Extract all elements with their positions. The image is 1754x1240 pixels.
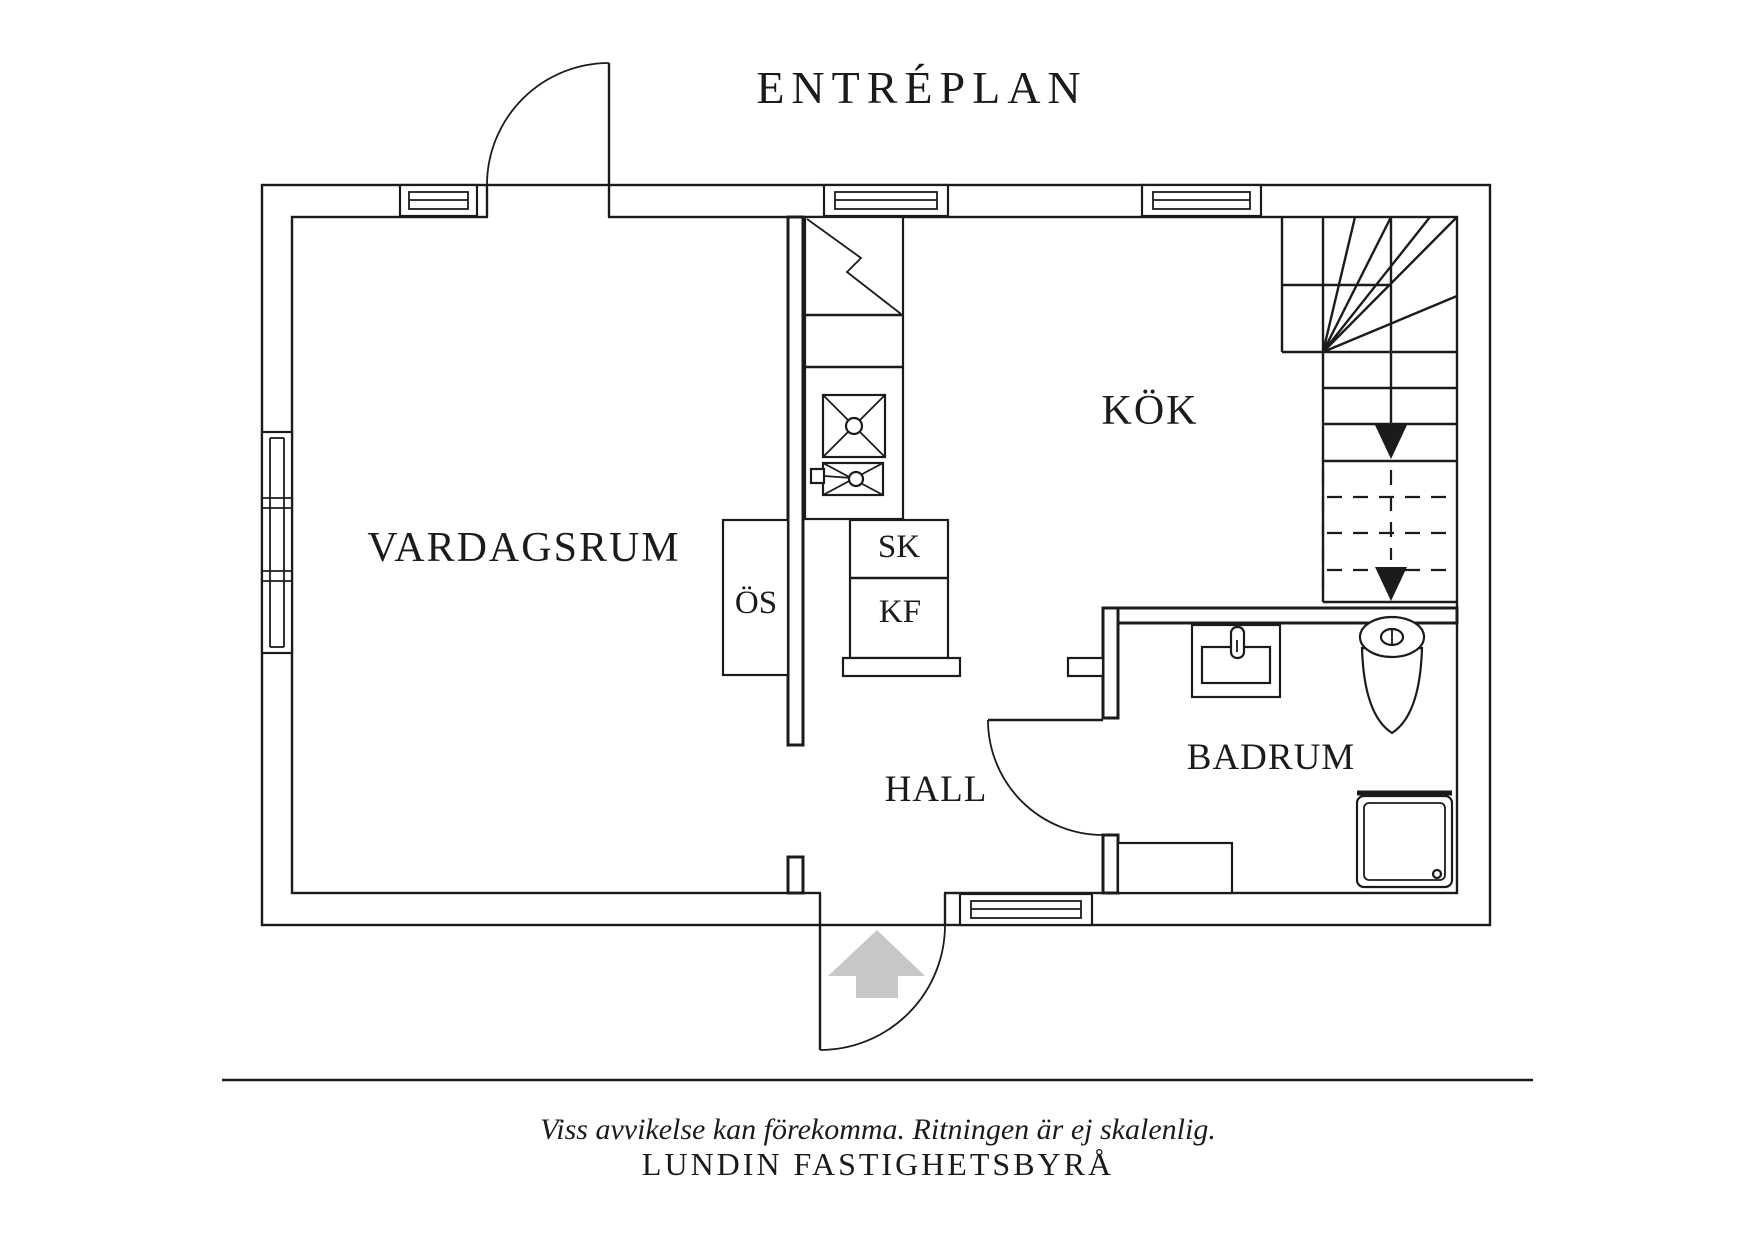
windows	[260, 183, 1263, 927]
room-label-kitchen: KÖK	[1102, 388, 1199, 434]
cabinet-plinth	[841, 656, 962, 678]
window-icon	[1140, 183, 1263, 218]
bathroom-bench	[1116, 841, 1234, 895]
kitchen-basin-faucet-icon	[809, 461, 885, 497]
bathroom-west-wall-upper	[1101, 606, 1120, 720]
kitchen-sink-icon	[821, 393, 887, 459]
room-label-hall: HALL	[885, 769, 988, 810]
livingroom-hall-wall	[786, 215, 805, 747]
closet-fridge-unit	[841, 518, 962, 678]
door-arc	[987, 719, 1104, 836]
pantry-zigzag	[806, 218, 902, 315]
stair-winder-fan	[1321, 216, 1458, 354]
toilet-icon	[1358, 615, 1426, 735]
fixture-label-closet: SK	[878, 529, 920, 565]
window-icon	[958, 892, 1094, 927]
footer-agency: LUNDIN FASTIGHETSBYRÅ	[642, 1146, 1114, 1182]
fixture-label-fridge: KF	[879, 594, 921, 630]
entry-door-swing	[818, 924, 946, 1051]
livingroom-hall-wall-stub	[786, 855, 805, 895]
window-icon	[398, 183, 479, 218]
interior-walls	[786, 215, 1459, 895]
bathroom-wall-notch	[1066, 656, 1105, 678]
entry-door-opening	[821, 880, 944, 912]
stair-down-arrow-icon	[1375, 425, 1407, 459]
fireplace-box	[721, 518, 790, 677]
shower-icon	[1355, 790, 1454, 889]
room-label-bathroom: BADRUM	[1187, 737, 1355, 778]
footer-disclaimer: Viss avvikelse kan förekomma. Ritningen …	[540, 1113, 1216, 1146]
room-label-livingroom: VARDAGSRUM	[367, 525, 680, 571]
stair-down-arrow-icon	[1375, 567, 1407, 601]
window-icon	[822, 183, 950, 218]
bathroom-west-wall-lower	[1101, 833, 1120, 895]
bathroom-door-swing	[987, 718, 1104, 836]
top-door-opening	[488, 198, 608, 220]
door-arc	[486, 62, 610, 186]
kitchen-counter	[803, 215, 905, 521]
door-arc	[819, 924, 946, 1051]
staircase	[1280, 216, 1458, 604]
entrance-arrow-icon	[828, 930, 925, 998]
fixture-label-fireplace: ÖS	[735, 585, 777, 621]
window-icon	[260, 430, 294, 655]
page-title: ENTRÉPLAN	[756, 62, 1087, 113]
bathroom-sink-icon	[1190, 623, 1282, 699]
top-door-swing	[486, 62, 611, 186]
